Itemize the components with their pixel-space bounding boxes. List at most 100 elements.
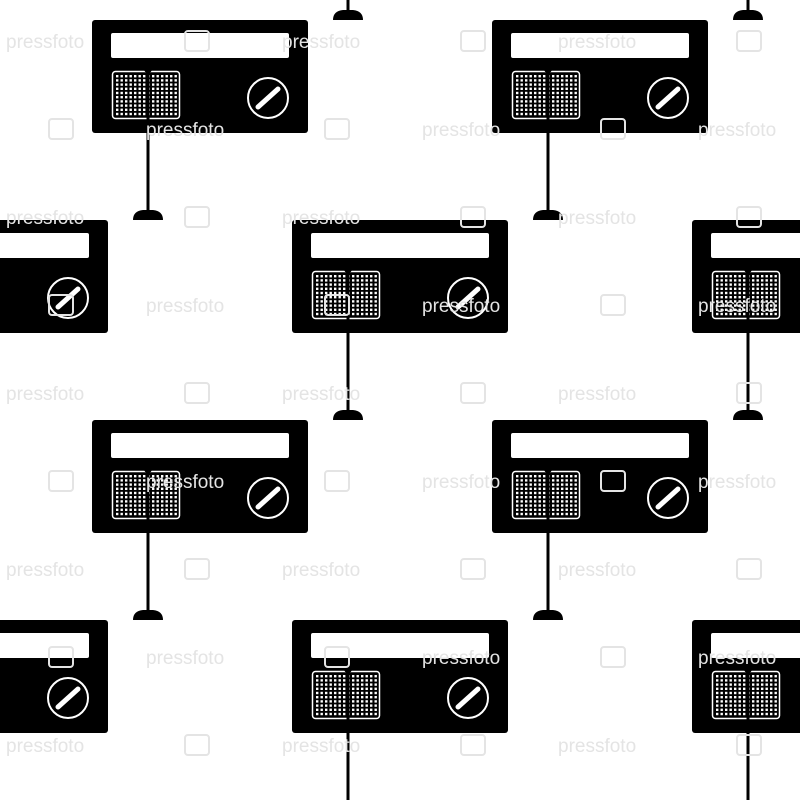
- watermark-text: pressfoto: [698, 120, 776, 141]
- tuning-knob: [647, 477, 689, 519]
- radio-parts: [0, 610, 163, 733]
- radio-parts: [292, 210, 563, 333]
- radio-icon: [292, 65, 563, 333]
- knob-indicator: [455, 686, 481, 710]
- antenna-base: [133, 210, 163, 220]
- watermark-logo-icon: [48, 118, 74, 140]
- watermark-text: pressfoto: [422, 472, 500, 493]
- radio-parts: [92, 410, 363, 533]
- watermark-text: pressfoto: [558, 384, 636, 405]
- radio-icon: [0, 65, 163, 333]
- radio-parts: [292, 610, 563, 733]
- antenna-base: [733, 10, 763, 20]
- watermark-text: pressfoto: [698, 296, 776, 317]
- radio-icon: [0, 465, 163, 733]
- watermark-text: pressfoto: [698, 472, 776, 493]
- grille-dots: [116, 475, 177, 516]
- antenna-base: [733, 410, 763, 420]
- watermark-logo-icon: [460, 558, 486, 580]
- radio-icon: [692, 620, 800, 733]
- watermark-logo-icon: [600, 118, 626, 140]
- watermark-text: pressfoto: [282, 736, 360, 757]
- watermark-logo-icon: [324, 470, 350, 492]
- tuning-knob: [47, 677, 89, 719]
- watermark-text: pressfoto: [422, 648, 500, 669]
- radio-parts: [692, 220, 800, 333]
- watermark-logo-icon: [324, 294, 350, 316]
- watermark-text: pressfoto: [146, 120, 224, 141]
- grille-dots: [516, 475, 577, 516]
- antenna: [346, 0, 350, 14]
- antenna: [146, 468, 150, 614]
- watermark-text: pressfoto: [558, 560, 636, 581]
- knob-indicator: [655, 86, 681, 110]
- knob-indicator: [455, 286, 481, 310]
- radio-display: [711, 233, 800, 258]
- watermark-logo-icon: [736, 382, 762, 404]
- watermark-text: pressfoto: [146, 472, 224, 493]
- radio-parts: [92, 10, 363, 133]
- knob-indicator: [655, 486, 681, 510]
- watermark-text: pressfoto: [698, 648, 776, 669]
- watermark-logo-icon: [184, 30, 210, 52]
- radio-icon: [92, 0, 363, 133]
- grille-dots: [116, 75, 177, 116]
- watermark-text: pressfoto: [558, 208, 636, 229]
- knob-indicator: [55, 286, 81, 310]
- watermark-logo-icon: [460, 382, 486, 404]
- watermark-text: pressfoto: [6, 736, 84, 757]
- watermark-logo-icon: [736, 734, 762, 756]
- tuning-knob: [247, 477, 289, 519]
- radio-display: [111, 433, 289, 458]
- watermark-logo-icon: [184, 734, 210, 756]
- knob-indicator: [55, 686, 81, 710]
- watermark-logo-icon: [48, 294, 74, 316]
- watermark-text: pressfoto: [6, 384, 84, 405]
- watermark-logo-icon: [736, 30, 762, 52]
- antenna-tip: [144, 65, 152, 73]
- radio-icon: [492, 0, 763, 133]
- watermark-logo-icon: [460, 30, 486, 52]
- knob-indicator: [255, 86, 281, 110]
- watermark-text: pressfoto: [282, 32, 360, 53]
- tuning-knob: [247, 77, 289, 119]
- antenna: [546, 468, 550, 614]
- radio-icon: [92, 265, 363, 533]
- antenna-base: [533, 610, 563, 620]
- knob-indicator: [255, 486, 281, 510]
- radio-display: [511, 433, 689, 458]
- antenna-tip: [744, 665, 752, 673]
- tuning-knob: [447, 277, 489, 319]
- radio-display: [0, 233, 89, 258]
- radio-display: [711, 633, 800, 658]
- antenna: [746, 0, 750, 14]
- watermark-text: pressfoto: [558, 736, 636, 757]
- antenna-tip: [744, 265, 752, 273]
- antenna-base: [333, 410, 363, 420]
- antenna-tip: [544, 65, 552, 73]
- watermark-logo-icon: [324, 646, 350, 668]
- radio-parts: [492, 10, 763, 133]
- antenna: [346, 668, 350, 800]
- tuning-knob: [647, 77, 689, 119]
- antenna-tip: [344, 265, 352, 273]
- radio-parts: [0, 210, 163, 333]
- watermark-logo-icon: [600, 294, 626, 316]
- watermark-text: pressfoto: [282, 208, 360, 229]
- radio-icon: [292, 465, 563, 733]
- watermark-text: pressfoto: [558, 32, 636, 53]
- radio-display: [311, 233, 489, 258]
- radio-display: [111, 33, 289, 58]
- antenna-tip: [144, 465, 152, 473]
- watermark-logo-icon: [460, 206, 486, 228]
- radio-display: [511, 33, 689, 58]
- watermark-text: pressfoto: [6, 208, 84, 229]
- watermark-text: pressfoto: [282, 560, 360, 581]
- watermark-text: pressfoto: [6, 32, 84, 53]
- watermark-logo-icon: [184, 382, 210, 404]
- watermark-text: pressfoto: [422, 120, 500, 141]
- watermark-layer: pressfoto pressfoto pressfoto pressfoto pres…: [6, 30, 776, 757]
- antenna: [746, 268, 750, 414]
